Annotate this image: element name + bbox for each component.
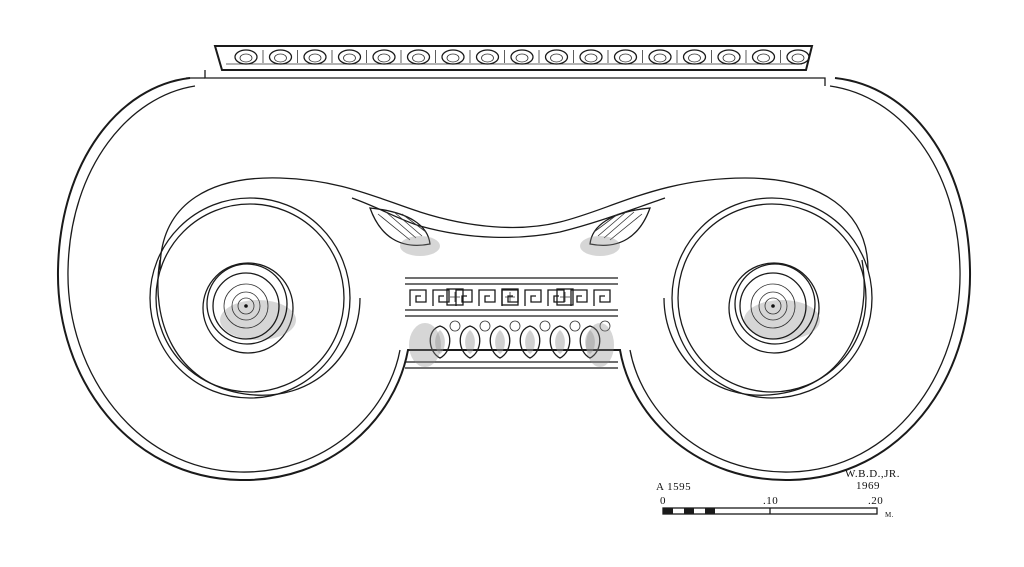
- right-palmette: [580, 207, 651, 256]
- meander-unit: [570, 289, 588, 306]
- meander-pattern: [409, 288, 611, 306]
- meander-unit: [409, 289, 427, 306]
- egg: [648, 49, 672, 65]
- egg: [234, 49, 258, 65]
- lotus-leaf-shade: [465, 330, 475, 354]
- right-volute: [663, 197, 873, 399]
- lotus-leaf-shade: [585, 330, 595, 354]
- egg-inner: [653, 53, 667, 63]
- lotus-leaf-shade: [495, 330, 505, 354]
- left-volute: [149, 197, 361, 399]
- meander-unit: [593, 289, 611, 306]
- meander-cross: [450, 292, 460, 302]
- egg: [337, 49, 362, 65]
- lotus-bead: [479, 320, 491, 332]
- egg-inner: [308, 53, 322, 63]
- egg: [751, 49, 776, 65]
- lotus-leaf: [519, 325, 541, 359]
- egg: [786, 49, 810, 65]
- lotus-leaf: [579, 325, 601, 359]
- scale-unit: M.: [885, 511, 894, 519]
- egg-inner: [757, 53, 770, 63]
- egg-inner: [343, 53, 356, 63]
- drawing-year: 1969: [856, 480, 880, 492]
- scale-tick-label-0: 0: [660, 495, 666, 507]
- egg: [268, 49, 293, 65]
- volute-outline: [56, 77, 972, 482]
- abacus: [213, 45, 814, 71]
- lotus-leaf: [549, 325, 571, 359]
- lotus-frieze: [429, 320, 611, 359]
- lotus-leaf: [459, 325, 481, 359]
- scale-tick-label-20: .20: [868, 495, 884, 507]
- lotus-leaf-shade: [555, 330, 565, 354]
- egg: [406, 49, 431, 65]
- egg-inner: [619, 53, 632, 63]
- egg-inner: [239, 53, 253, 63]
- egg: [544, 49, 569, 65]
- egg: [475, 49, 500, 65]
- meander-cross: [505, 292, 515, 302]
- egg: [510, 49, 534, 65]
- egg: [717, 49, 741, 65]
- egg-inner: [515, 53, 529, 63]
- egg-inner: [584, 53, 598, 63]
- lotus-leaf: [489, 325, 511, 359]
- egg: [579, 49, 603, 65]
- echinus-band: [405, 277, 618, 369]
- capital-top-band: [186, 70, 826, 86]
- meander-unit: [524, 289, 542, 306]
- meander-unit: [432, 289, 450, 306]
- meander-unit: [478, 289, 496, 306]
- egg-inner: [377, 53, 391, 63]
- lotus-leaf: [429, 325, 451, 359]
- lotus-bead: [599, 320, 611, 332]
- lotus-leaf-shade: [435, 330, 445, 354]
- egg-inner: [481, 53, 494, 63]
- egg: [682, 49, 707, 65]
- egg-inner: [791, 53, 805, 63]
- egg-inner: [722, 53, 736, 63]
- scale-tick-label-10: .10: [763, 495, 779, 507]
- lotus-bead: [569, 320, 581, 332]
- meander-square: [446, 288, 464, 306]
- egg-inner: [446, 53, 460, 63]
- lotus-leaf-shade: [525, 330, 535, 354]
- scale-bar: [662, 507, 878, 515]
- canalis: [159, 177, 869, 271]
- egg-and-dart-row: [234, 49, 810, 65]
- meander-square: [556, 288, 574, 306]
- egg: [613, 49, 638, 65]
- left-palmette: [369, 207, 440, 256]
- egg: [303, 49, 327, 65]
- meander-unit: [455, 289, 473, 306]
- meander-square: [501, 288, 519, 306]
- lotus-bead: [539, 320, 551, 332]
- meander-unit: [547, 289, 565, 306]
- left-volute-eye: [212, 272, 280, 340]
- meander-cross: [560, 292, 570, 302]
- lotus-bead: [449, 320, 461, 332]
- author-initials: W.B.D.,JR.: [845, 468, 901, 480]
- lotus-bead: [509, 320, 521, 332]
- egg-inner: [412, 53, 425, 63]
- egg-inner: [274, 53, 287, 63]
- egg-inner: [550, 53, 563, 63]
- catalog-number: A 1595: [656, 481, 692, 493]
- egg: [372, 49, 396, 65]
- egg-inner: [688, 53, 701, 63]
- right-volute-eye: [739, 272, 807, 340]
- egg: [441, 49, 465, 65]
